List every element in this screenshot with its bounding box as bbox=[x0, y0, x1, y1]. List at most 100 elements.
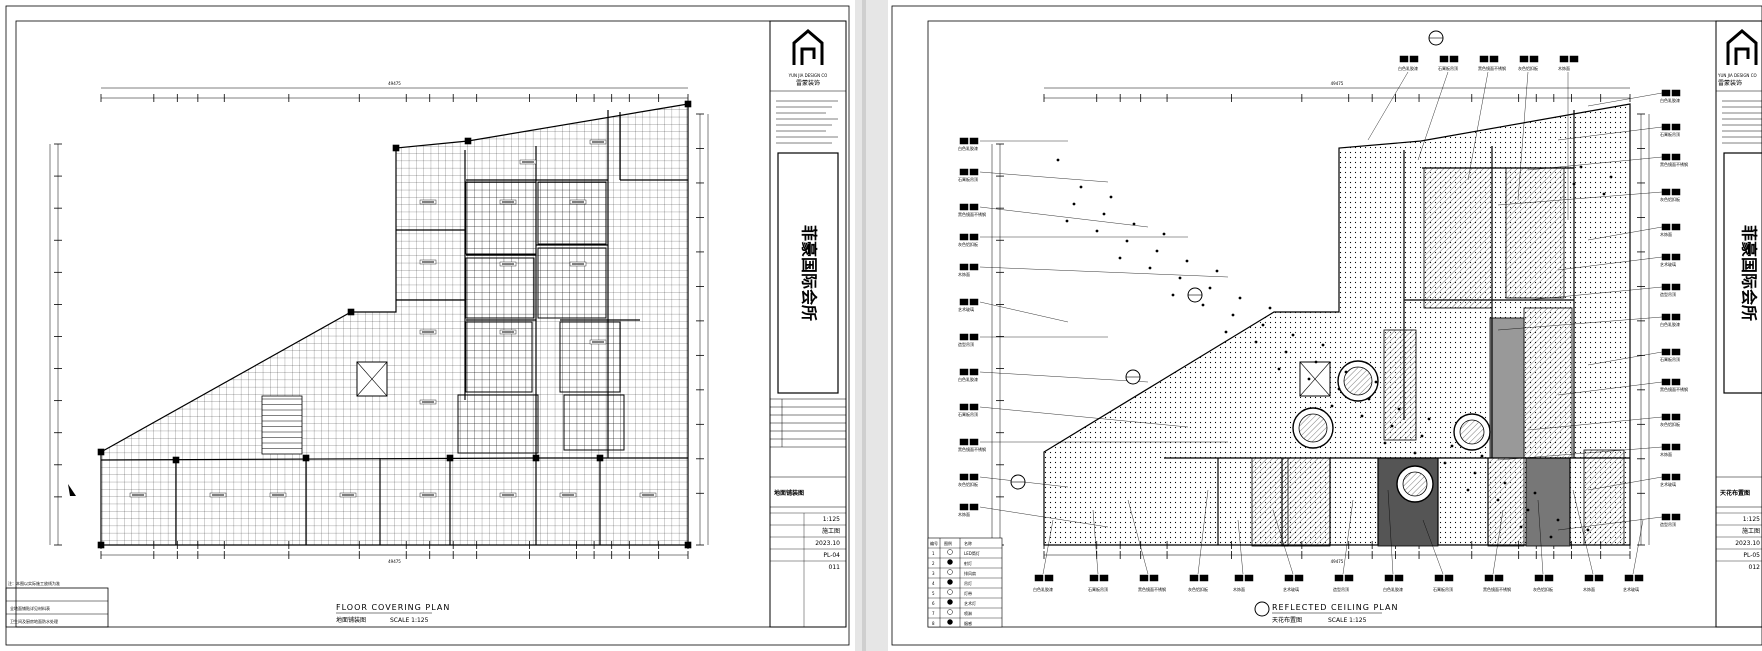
legend-no: 8 bbox=[932, 621, 935, 626]
ceiling-light-dot bbox=[1132, 222, 1136, 226]
tag-symbol bbox=[969, 203, 979, 211]
ceiling-light-dot bbox=[1284, 350, 1288, 354]
leader-line bbox=[1632, 519, 1644, 575]
tag-symbol bbox=[1661, 313, 1671, 321]
room-enclosure bbox=[465, 181, 537, 255]
ceiling-leader-tag: 艺术玻璃 bbox=[958, 298, 1069, 323]
ceiling-light-dot bbox=[1586, 528, 1590, 532]
legend-no: 2 bbox=[932, 561, 935, 566]
level-tag bbox=[499, 492, 517, 498]
section-marker-icon bbox=[1010, 474, 1026, 490]
round-ceiling-feature bbox=[1292, 407, 1334, 449]
room-enclosure bbox=[537, 181, 607, 245]
section-marker-icon bbox=[1428, 30, 1444, 46]
ceiling-leader-tag: 灰色铝扣板 bbox=[1188, 489, 1209, 592]
ceiling-leader-tag: 造型吊顶 bbox=[1333, 499, 1354, 592]
legend-no: 4 bbox=[932, 581, 935, 586]
ceiling-light-dot bbox=[1102, 212, 1106, 216]
sheet-border bbox=[5, 5, 850, 646]
tag-symbol bbox=[1244, 574, 1254, 582]
ceiling-tag-label: 灰色铝扣板 bbox=[1533, 586, 1553, 592]
tag-symbol bbox=[1089, 574, 1099, 582]
legend-frame bbox=[927, 537, 1003, 628]
ceiling-leader-tag: 黑色镜面不锈钢 bbox=[1483, 509, 1511, 592]
tag-symbol bbox=[1661, 89, 1671, 97]
project-name-box bbox=[1723, 152, 1762, 394]
ceiling-tag-label: 石膏板吊顶 bbox=[1438, 65, 1458, 71]
leader-line bbox=[1497, 191, 1663, 206]
tag-symbol bbox=[959, 503, 969, 511]
ceiling-leader-tag: 木饰面 bbox=[958, 503, 1109, 528]
tag-symbol bbox=[1661, 283, 1671, 291]
leader-line bbox=[979, 266, 1229, 278]
tag-symbol bbox=[1394, 574, 1404, 582]
north-arrow-icon bbox=[68, 484, 76, 496]
legend-no: 1 bbox=[932, 551, 935, 556]
date: 2023.10 bbox=[815, 540, 840, 547]
level-tag bbox=[639, 492, 657, 498]
structural-column bbox=[684, 541, 692, 549]
legend-no: 7 bbox=[932, 611, 935, 616]
sheet-border bbox=[891, 5, 1762, 646]
sheet-gutter bbox=[855, 0, 888, 651]
level-tag bbox=[499, 261, 517, 267]
structural-column bbox=[532, 454, 540, 462]
ceiling-light-dot bbox=[1443, 461, 1447, 465]
ceiling-light-dot bbox=[1231, 313, 1235, 317]
structural-column bbox=[596, 454, 604, 462]
tag-symbol bbox=[1384, 574, 1394, 582]
drawing-name: 地面铺装图 bbox=[774, 489, 804, 497]
tag-symbol bbox=[1624, 574, 1634, 582]
tag-symbol bbox=[969, 263, 979, 271]
ceiling-tag-label: 黑色镜面不锈钢 bbox=[1478, 65, 1506, 71]
project-name: 菲豪国际会所 bbox=[800, 225, 819, 321]
leader-line bbox=[1557, 256, 1663, 271]
level-tag bbox=[589, 339, 607, 345]
legend-symbol-icon bbox=[947, 599, 953, 605]
tag-symbol bbox=[1409, 55, 1419, 63]
scrollbar[interactable] bbox=[862, 0, 866, 651]
leader-line bbox=[1497, 316, 1663, 331]
company-name-en: YUN JIA DESIGN CO bbox=[1717, 73, 1757, 78]
leader-line bbox=[1587, 92, 1663, 107]
section-marker-icon bbox=[1125, 369, 1141, 385]
ceiling-light-dot bbox=[1277, 367, 1281, 371]
tag-symbol bbox=[1099, 574, 1109, 582]
ceiling-leader-tag: 石膏板吊顶 bbox=[1088, 509, 1109, 592]
structural-column bbox=[302, 454, 310, 462]
ceiling-leader-tag: 黑色镜面不锈钢 bbox=[958, 438, 1228, 452]
ceiling-tag-label: 灰色铝扣板 bbox=[1518, 65, 1538, 71]
ceiling-tag-label: 白色乳胶漆 bbox=[958, 376, 978, 382]
leader-line bbox=[1367, 71, 1409, 141]
ceiling-leader-tag: 艺术玻璃 bbox=[1272, 509, 1304, 592]
ceiling-tag-label: 黑色镜面不锈钢 bbox=[958, 446, 986, 452]
scale-value: 1:125 bbox=[823, 516, 840, 523]
ceiling-tag-label: 木饰面 bbox=[1583, 586, 1595, 592]
tag-symbol bbox=[1671, 123, 1681, 131]
room-enclosure bbox=[465, 257, 535, 319]
ceiling-light-dot bbox=[1109, 195, 1113, 199]
tag-symbol bbox=[1334, 574, 1344, 582]
tag-symbol bbox=[1199, 574, 1209, 582]
tag-symbol bbox=[1671, 443, 1681, 451]
legend-header-no: 编号 bbox=[930, 540, 938, 546]
level-tag bbox=[129, 492, 147, 498]
legend-symbol-icon bbox=[947, 589, 953, 595]
tag-symbol bbox=[1671, 413, 1681, 421]
tag-symbol bbox=[1661, 188, 1671, 196]
ceiling-tag-label: 造型吊顶 bbox=[958, 341, 974, 347]
tag-symbol bbox=[1661, 223, 1671, 231]
leader-line bbox=[1042, 519, 1054, 575]
leader-line bbox=[1467, 71, 1489, 181]
ceiling-light-dot bbox=[1519, 525, 1523, 529]
tag-symbol bbox=[1559, 55, 1569, 63]
leader-line bbox=[1127, 499, 1149, 575]
tag-symbol bbox=[1671, 153, 1681, 161]
leader-line bbox=[1587, 476, 1663, 491]
legend-no: 6 bbox=[932, 601, 935, 606]
leader-line bbox=[1417, 71, 1449, 161]
